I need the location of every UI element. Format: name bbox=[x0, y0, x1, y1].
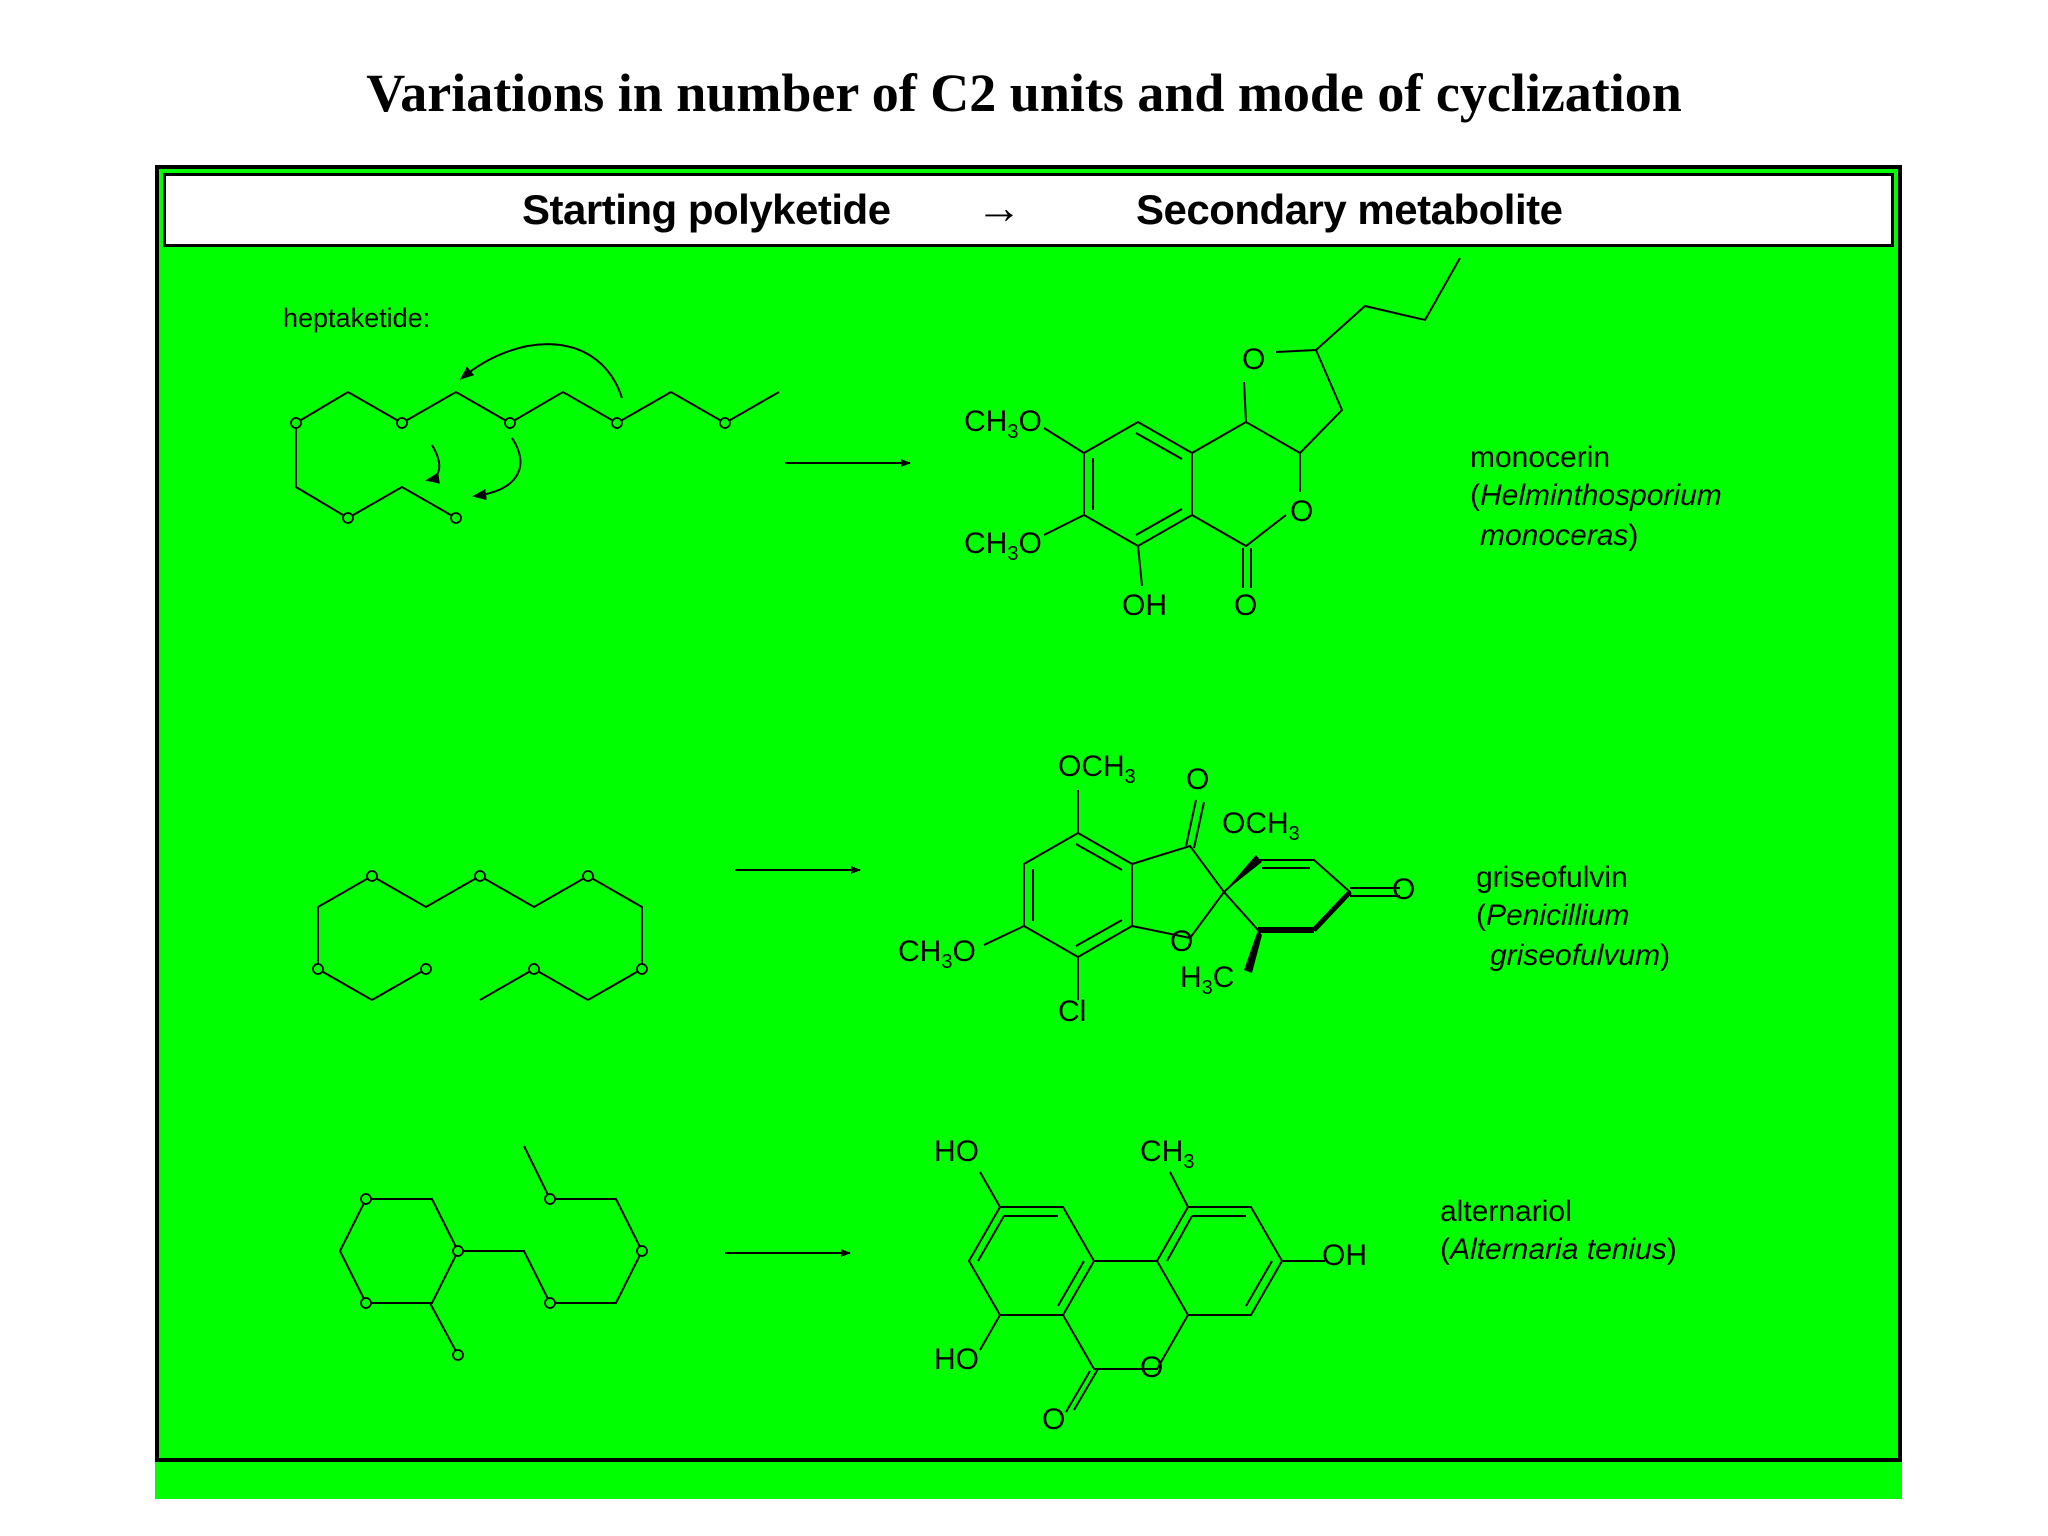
organism-griseofulvin: (Penicillium bbox=[1476, 899, 1630, 932]
atom-label: O bbox=[1234, 589, 1258, 622]
product-name-griseofulvin: griseofulvin bbox=[1476, 861, 1628, 894]
atom-label: CH3 bbox=[1140, 1135, 1195, 1173]
atom-label: HO bbox=[934, 1135, 979, 1168]
genus: Helminthosporium bbox=[1480, 479, 1722, 512]
organism-monocerin: (Helminthosporium bbox=[1470, 479, 1722, 512]
monocerin-structure bbox=[1043, 257, 1461, 588]
polyketide-chain-3 bbox=[338, 1145, 648, 1361]
atom-label: O bbox=[1392, 873, 1416, 906]
product-name-alternariol: alternariol bbox=[1440, 1195, 1572, 1228]
atom-label: O bbox=[1290, 495, 1314, 528]
organism-species-griseofulvin: griseofulvum) bbox=[1490, 939, 1671, 972]
heptaketide-chain bbox=[290, 343, 780, 524]
header-arrow: → bbox=[976, 181, 1022, 233]
diagram-panel: Starting polyketide → Secondary metaboli… bbox=[155, 165, 1902, 1462]
atom-label: O bbox=[1042, 1403, 1066, 1436]
atom-label: O bbox=[1170, 925, 1194, 958]
atom-label: CH3O bbox=[898, 935, 976, 973]
atom-label: O bbox=[1186, 763, 1210, 796]
heptaketide-label: heptaketide: bbox=[283, 303, 431, 333]
polyketide-chain-2 bbox=[312, 870, 648, 1002]
green-band bbox=[155, 1455, 1902, 1499]
header-secondary-metabolite: Secondary metabolite bbox=[1136, 186, 1563, 233]
genus: Penicillium bbox=[1486, 899, 1630, 932]
atom-label: CH3O bbox=[964, 405, 1042, 443]
organism-alternariol: (Alternaria tenius) bbox=[1440, 1233, 1677, 1266]
species: monoceras bbox=[1480, 519, 1629, 552]
atom-label: OH bbox=[1122, 589, 1167, 622]
header-box: Starting polyketide → Secondary metaboli… bbox=[163, 173, 1894, 247]
atom-label: O bbox=[1242, 343, 1266, 376]
atom-label: HO bbox=[934, 1343, 979, 1376]
product-name-monocerin: monocerin bbox=[1470, 441, 1611, 474]
page-title: Variations in number of C2 units and mod… bbox=[366, 63, 1682, 123]
header-starting-polyketide: Starting polyketide bbox=[522, 186, 891, 233]
atom-label: Cl bbox=[1058, 995, 1087, 1028]
organism-species-monocerin: monoceras) bbox=[1480, 519, 1639, 552]
atom-label: O bbox=[1140, 1351, 1164, 1384]
atom-label: OCH3 bbox=[1058, 750, 1136, 788]
species: griseofulvum bbox=[1490, 939, 1661, 972]
genus: Alternaria tenius bbox=[1450, 1233, 1667, 1266]
atom-label: H3C bbox=[1180, 961, 1235, 999]
atom-label: OCH3 bbox=[1222, 807, 1300, 845]
alternariol-structure bbox=[967, 1171, 1325, 1413]
atom-label: CH3O bbox=[964, 527, 1042, 565]
atom-label: OH bbox=[1322, 1239, 1367, 1272]
